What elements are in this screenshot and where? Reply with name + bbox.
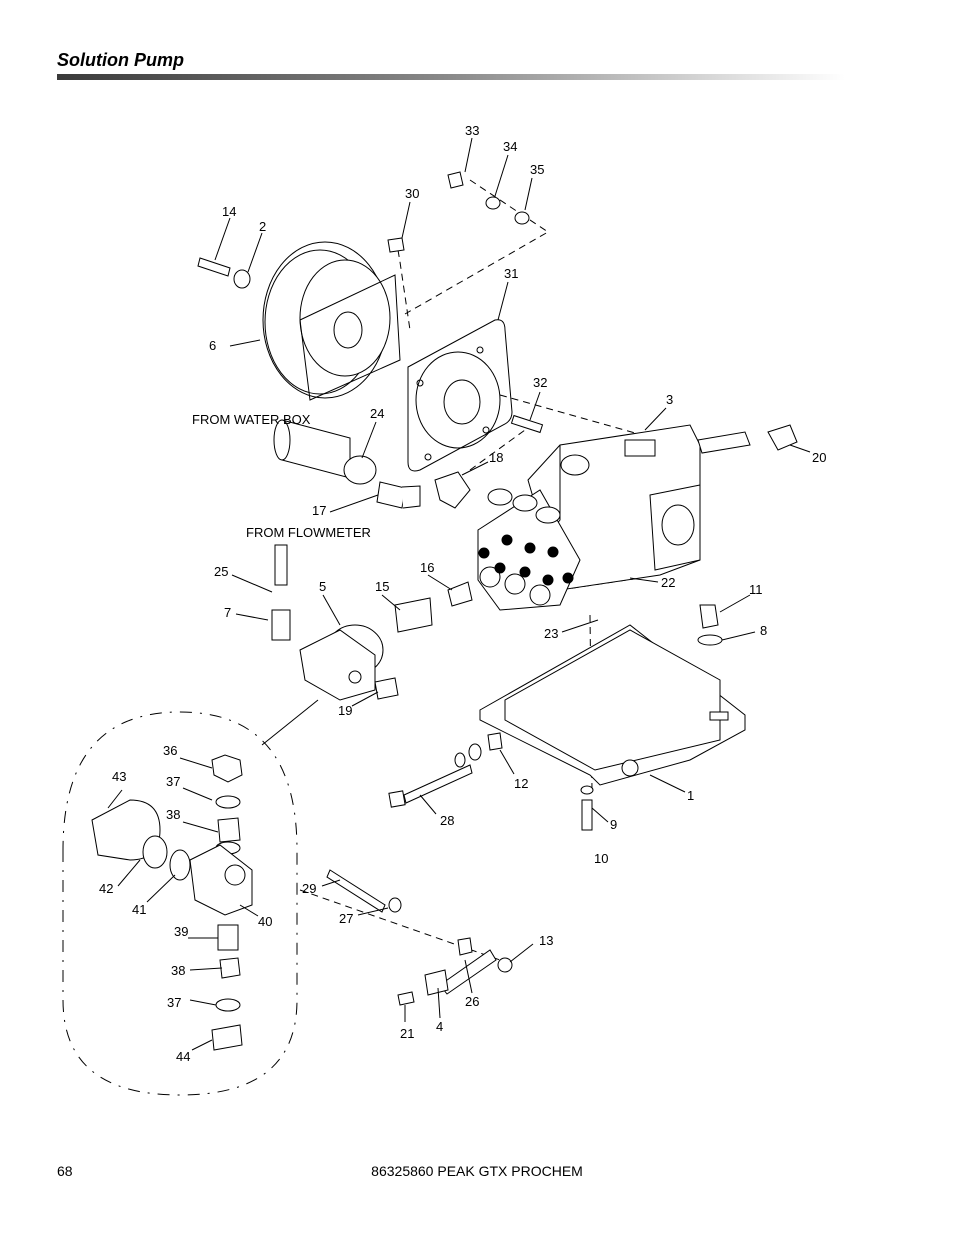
- callout-18: 18: [489, 450, 503, 465]
- callout-21: 21: [400, 1026, 414, 1041]
- callout-1: 1: [687, 788, 694, 803]
- callout-29: 29: [302, 881, 316, 896]
- callout-23: 23: [544, 626, 558, 641]
- callout-5: 5: [319, 579, 326, 594]
- callout-numbers: 33 34 35 30 14 2 31 6 32 3 24 18 20 17 2…: [99, 123, 826, 1064]
- detail-leader: [261, 699, 319, 746]
- callout-30: 30: [405, 186, 419, 201]
- callout-35: 35: [530, 162, 544, 177]
- callout-12: 12: [514, 776, 528, 791]
- callout-38-lower: 38: [171, 963, 185, 978]
- callout-7: 7: [224, 605, 231, 620]
- label-from-water-box: FROM WATER BOX: [192, 412, 311, 427]
- detail-balloon: [62, 711, 298, 1096]
- callout-16: 16: [420, 560, 434, 575]
- callout-31: 31: [504, 266, 518, 281]
- manifold-plugs: [478, 534, 574, 586]
- solenoid-valve-part: [299, 624, 384, 701]
- page-number: 68: [57, 1163, 73, 1179]
- callout-27: 27: [339, 911, 353, 926]
- label-from-flowmeter: FROM FLOWMETER: [246, 525, 371, 540]
- callout-34: 34: [503, 139, 517, 154]
- callout-37-upper: 37: [166, 774, 180, 789]
- document-title: 86325860 PEAK GTX PROCHEM: [371, 1163, 583, 1179]
- elbow-fitting-part: [434, 471, 471, 509]
- callout-40: 40: [258, 914, 272, 929]
- callout-19: 19: [338, 703, 352, 718]
- page-title: Solution Pump: [57, 50, 184, 70]
- callout-9: 9: [610, 817, 617, 832]
- flange-plate-part: [407, 319, 513, 472]
- detail-parts: [91, 754, 253, 1051]
- callout-3: 3: [666, 392, 673, 407]
- callout-6: 6: [209, 338, 216, 353]
- small-hardware-parts: [197, 171, 530, 289]
- hose-sleeve-part: [273, 419, 377, 485]
- callout-44: 44: [176, 1049, 190, 1064]
- callout-41: 41: [132, 902, 146, 917]
- callout-2: 2: [259, 219, 266, 234]
- callout-11: 11: [749, 582, 763, 597]
- callout-26: 26: [465, 994, 479, 1009]
- mounting-plate-part: [479, 624, 746, 786]
- callout-17: 17: [312, 503, 326, 518]
- callout-20: 20: [812, 450, 826, 465]
- leader-lines: [107, 137, 811, 1051]
- idler-parts: [326, 869, 513, 1006]
- callout-32: 32: [533, 375, 547, 390]
- hose-barb-part: [376, 481, 421, 509]
- adapter-part: [394, 597, 433, 633]
- callout-14: 14: [222, 204, 236, 219]
- callout-10: 10: [594, 851, 608, 866]
- tee-fitting-part: [447, 581, 473, 607]
- callout-15: 15: [375, 579, 389, 594]
- key-part: [510, 414, 544, 434]
- callout-39: 39: [174, 924, 188, 939]
- pressure-fitting-part: [697, 424, 798, 454]
- callout-37-lower: 37: [167, 995, 181, 1010]
- callout-24: 24: [370, 406, 384, 421]
- callout-13: 13: [539, 933, 553, 948]
- inlet-pipe-part: [271, 544, 291, 641]
- bottom-bolt-part: [580, 785, 594, 831]
- callout-28: 28: [440, 813, 454, 828]
- callout-38-upper: 38: [166, 807, 180, 822]
- pump-manifold-part: [477, 488, 581, 611]
- callout-43: 43: [112, 769, 126, 784]
- nut-washer-parts: [454, 604, 723, 768]
- callout-22: 22: [661, 575, 675, 590]
- callout-36: 36: [163, 743, 177, 758]
- callout-42: 42: [99, 881, 113, 896]
- title-rule: [57, 74, 845, 80]
- callout-25: 25: [214, 564, 228, 579]
- callout-33: 33: [465, 123, 479, 138]
- callout-8: 8: [760, 623, 767, 638]
- long-bolt-part: [388, 764, 473, 808]
- pulley-part: [262, 241, 401, 401]
- bleed-fitting-part: [374, 677, 399, 700]
- callout-4: 4: [436, 1019, 443, 1034]
